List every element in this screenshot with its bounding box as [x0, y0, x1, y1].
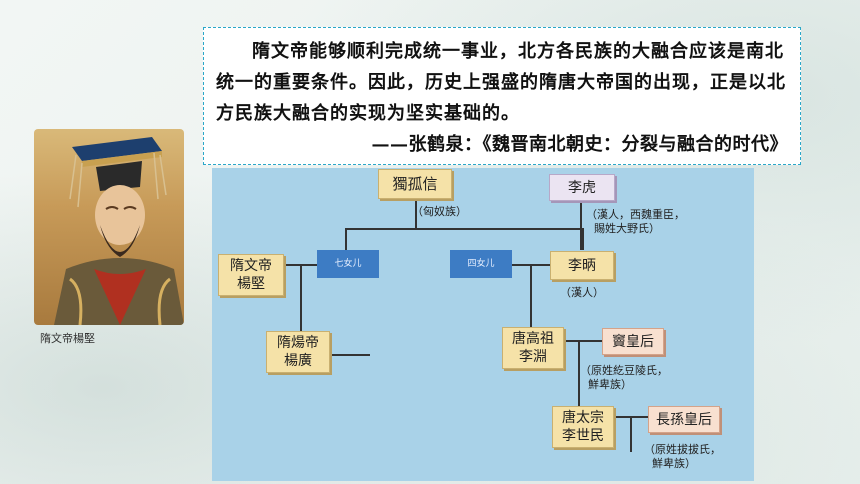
connector-line [578, 340, 580, 416]
connector-line [580, 190, 582, 250]
node-label: 長孫皇后 [656, 411, 712, 428]
connector-line [630, 416, 632, 452]
note-zhangsun: （原姓拔拔氏， 鮮卑族） [644, 443, 721, 471]
family-tree: 獨孤信 （匈奴族） 李虎 （漢人，西魏重臣， 賜姓大野氏） 七女儿 四女儿 隋文… [212, 168, 754, 481]
node-label: 楊廣 [284, 353, 312, 369]
node-dugu-xin: 獨孤信 [378, 169, 452, 199]
quote-box: 隋文帝能够顺利完成统一事业，北方各民族的大融合应该是南北统一的重要条件。因此，历… [203, 27, 801, 165]
node-label: 李虎 [568, 179, 596, 196]
node-label: 竇皇后 [612, 333, 654, 350]
node-label: 唐太宗 [562, 410, 604, 426]
node-fourth-daughter: 四女儿 [450, 250, 512, 278]
node-empress-dou: 竇皇后 [602, 328, 664, 355]
note-line: （原姓紇豆陵氏， [580, 364, 668, 377]
node-tang-gaozu: 唐高祖 李淵 [502, 327, 564, 369]
connector-line [282, 264, 317, 266]
node-label: 李世民 [562, 428, 604, 444]
note-dugu: （匈奴族） [412, 205, 467, 218]
node-sui-yangdi: 隋煬帝 楊廣 [266, 331, 330, 373]
node-label: 唐高祖 [512, 331, 554, 347]
note-li-bing: （漢人） [560, 286, 604, 299]
node-label: 隋煬帝 [277, 335, 319, 351]
node-label: 李淵 [519, 349, 547, 365]
emperor-portrait [34, 129, 184, 325]
node-li-bing: 李昞 [550, 251, 614, 280]
connector-line [300, 264, 302, 356]
note-line: 賜姓大野氏） [594, 222, 660, 235]
portrait-caption: 隋文帝楊堅 [40, 333, 95, 345]
connector-line [415, 198, 417, 228]
node-empress-zhangsun: 長孫皇后 [648, 406, 720, 433]
node-label: 楊堅 [237, 276, 265, 292]
connector-line [345, 228, 347, 250]
note-line: （漢人，西魏重臣， [586, 208, 685, 221]
node-tang-taizong: 唐太宗 李世民 [552, 406, 614, 448]
note-li-hu: （漢人，西魏重臣， 賜姓大野氏） [586, 208, 685, 236]
node-li-hu: 李虎 [549, 174, 615, 201]
node-label: 隋文帝 [230, 258, 272, 274]
connector-line [300, 354, 370, 356]
connector-line [345, 228, 583, 230]
connector-line [560, 340, 602, 342]
note-line: 鮮卑族） [588, 378, 632, 391]
note-line: （原姓拔拔氏， [644, 443, 721, 456]
quote-source: ——张鹤泉：《魏晋南北朝史：分裂与融合的时代》 [371, 134, 788, 155]
quote-text: 隋文帝能够顺利完成统一事业，北方各民族的大融合应该是南北统一的重要条件。因此，历… [216, 41, 786, 124]
node-label: 獨孤信 [392, 175, 438, 193]
connector-line [582, 228, 584, 250]
node-seventh-daughter: 七女儿 [317, 250, 379, 278]
node-sui-wendi: 隋文帝 楊堅 [218, 254, 284, 296]
note-dou: （原姓紇豆陵氏， 鮮卑族） [580, 364, 668, 392]
connector-line [530, 264, 532, 330]
node-label: 李昞 [568, 257, 596, 274]
note-line: 鮮卑族） [652, 457, 696, 470]
